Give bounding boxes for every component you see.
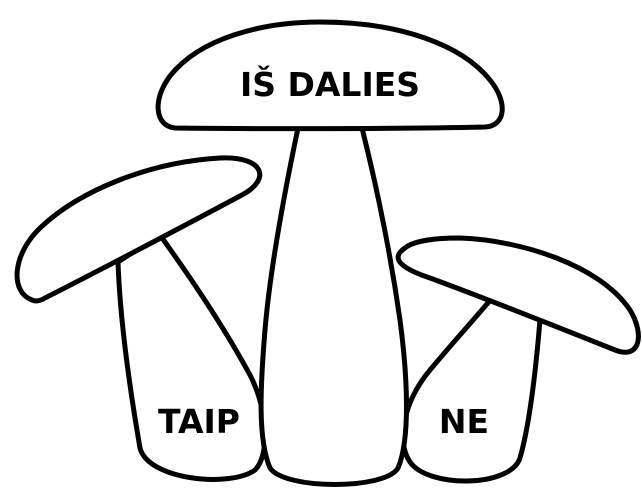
left-mushroom-stem xyxy=(115,232,268,482)
right-mushroom-stem xyxy=(400,295,543,484)
center-mushroom-label: IŠ DALIES xyxy=(240,64,420,104)
left-mushroom-label: TAIP xyxy=(158,402,240,441)
left-mushroom-cap xyxy=(14,155,263,304)
center-mushroom-stem xyxy=(258,125,409,487)
right-mushroom-cap xyxy=(395,235,641,355)
center-mushroom-cap xyxy=(155,19,505,132)
right-mushroom-label: NE xyxy=(439,402,489,441)
